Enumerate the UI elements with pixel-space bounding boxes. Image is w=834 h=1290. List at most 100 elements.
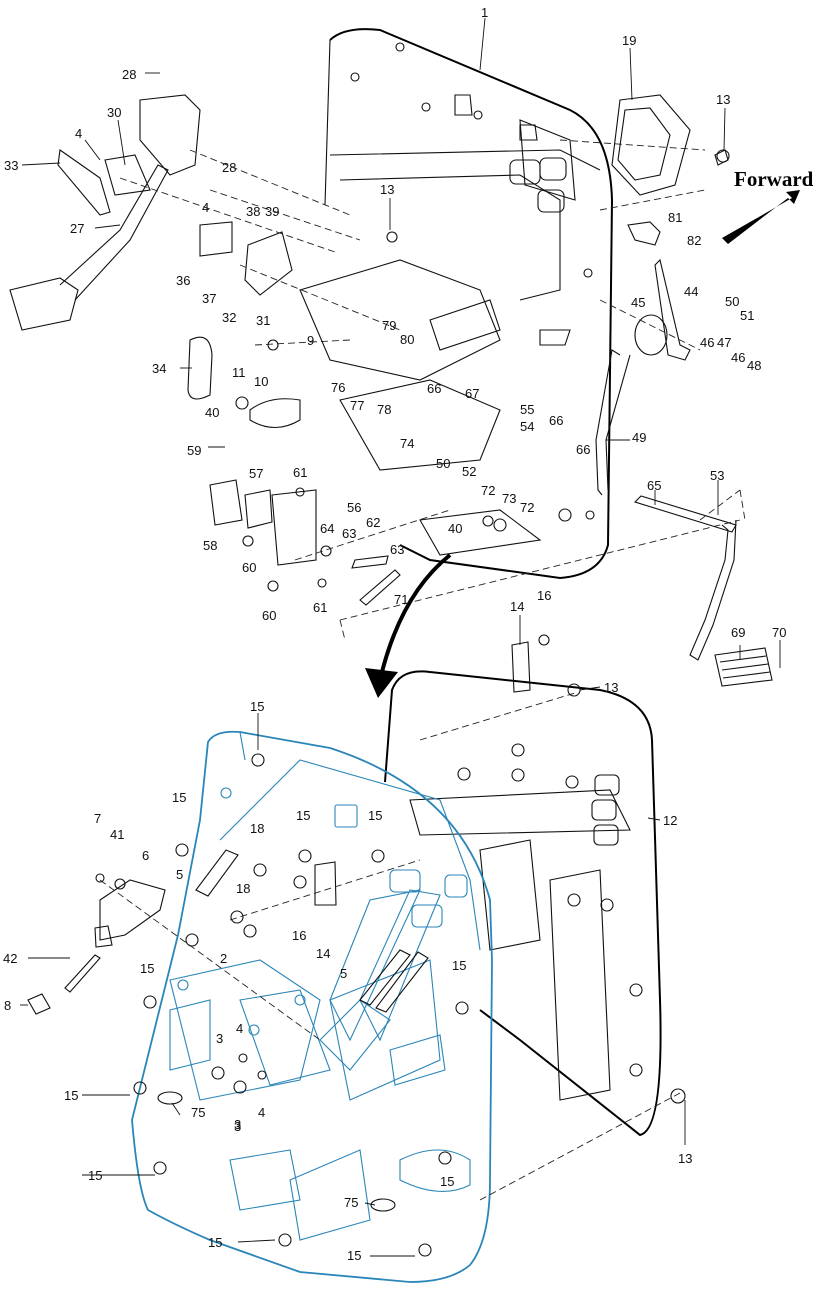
callout: 59 (187, 443, 201, 458)
callout: 47 (717, 335, 731, 350)
callout: 3 (234, 1119, 241, 1134)
callout: 30 (107, 105, 121, 120)
callout: 11 (232, 365, 246, 380)
callout: 34 (152, 361, 166, 376)
callout: 37 (202, 291, 216, 306)
pedal-bracket-assembly (249, 28, 614, 580)
callout: 13 (716, 92, 730, 107)
callout: 28 (122, 67, 136, 82)
dashed-assembly-lines (99, 139, 746, 1201)
callout: 82 (687, 233, 701, 248)
callout: 66 (576, 442, 590, 457)
callout: 33 (4, 158, 18, 173)
callout: 75 (344, 1195, 358, 1210)
callout: 18 (236, 881, 250, 896)
callout: 14 (316, 946, 330, 961)
callout: 28 (222, 160, 236, 175)
callout: 15 (347, 1248, 361, 1263)
callout: 60 (262, 608, 276, 623)
callout: 5 (176, 867, 183, 882)
callout: 57 (249, 466, 263, 481)
callout: 66 (549, 413, 563, 428)
callout: 18 (250, 821, 264, 836)
callout: 15 (140, 961, 154, 976)
callout: 75 (191, 1105, 205, 1120)
brake-pedal-assembly (9, 94, 401, 606)
callout: 64 (320, 521, 334, 536)
callout: 81 (668, 210, 682, 225)
callout: 63 (342, 526, 356, 541)
callout: 15 (172, 790, 186, 805)
callout: 8 (4, 998, 11, 1013)
callout: 53 (710, 468, 724, 483)
callout: 66 (427, 381, 441, 396)
callout: 5 (340, 966, 347, 981)
callout: 1 (481, 5, 488, 20)
callout: 15 (208, 1235, 222, 1250)
callout: 9 (307, 333, 314, 348)
callout: 67 (465, 386, 479, 401)
leader-lines (20, 17, 781, 1257)
callout: 36 (176, 273, 190, 288)
callout: 16 (537, 588, 551, 603)
callout: 80 (400, 332, 414, 347)
callout: 72 (520, 500, 534, 515)
callout: 62 (366, 515, 380, 530)
forward-arrow-icon (722, 190, 800, 244)
callout: 15 (440, 1174, 454, 1189)
callout: 52 (462, 464, 476, 479)
callout: 2 (220, 951, 227, 966)
callout: 27 (70, 221, 84, 236)
callout: 4 (236, 1021, 243, 1036)
callout: 39 (265, 204, 279, 219)
callout: 15 (452, 958, 466, 973)
callout: 15 (250, 699, 264, 714)
callout: 58 (203, 538, 217, 553)
lower-parts (27, 641, 531, 1212)
callout: 6 (142, 848, 149, 863)
callout: 49 (632, 430, 646, 445)
callout: 31 (256, 313, 270, 328)
callout: 13 (604, 680, 618, 695)
callout: 46 (700, 335, 714, 350)
callout: 15 (296, 808, 310, 823)
callout: 7 (94, 811, 101, 826)
callout: 61 (293, 465, 307, 480)
callout: 55 (520, 402, 534, 417)
callout: 14 (510, 599, 524, 614)
callout: 48 (747, 358, 761, 373)
callout: 12 (663, 813, 677, 828)
callout: 41 (110, 827, 124, 842)
callout: 15 (64, 1088, 78, 1103)
callout: 54 (520, 419, 534, 434)
callout: 38 (246, 204, 260, 219)
callout: 13 (678, 1151, 692, 1166)
callout: 56 (347, 500, 361, 515)
callout: 78 (377, 402, 391, 417)
callout: 50 (436, 456, 450, 471)
callout: 71 (394, 592, 408, 607)
callout: 15 (368, 808, 382, 823)
callout: 77 (350, 398, 364, 413)
floor-plate-outline (131, 730, 493, 1283)
callout: 79 (382, 318, 396, 333)
callout: 15 (88, 1168, 102, 1183)
callout: 46 (731, 350, 745, 365)
callout: 50 (725, 294, 739, 309)
callout: 4 (202, 200, 209, 215)
callout: 70 (772, 625, 786, 640)
callout: 32 (222, 310, 236, 325)
callout: 69 (731, 625, 745, 640)
assembly-direction-arrow (365, 553, 452, 698)
callout: 60 (242, 560, 256, 575)
callout: 73 (502, 491, 516, 506)
callout: 76 (331, 380, 345, 395)
callout: 45 (631, 295, 645, 310)
callout: 51 (740, 308, 754, 323)
fastener-glyphs (95, 149, 730, 1257)
rods-and-levers (595, 94, 773, 687)
callout: 10 (254, 374, 268, 389)
callout: 61 (313, 600, 327, 615)
callout: 3 (216, 1031, 223, 1046)
